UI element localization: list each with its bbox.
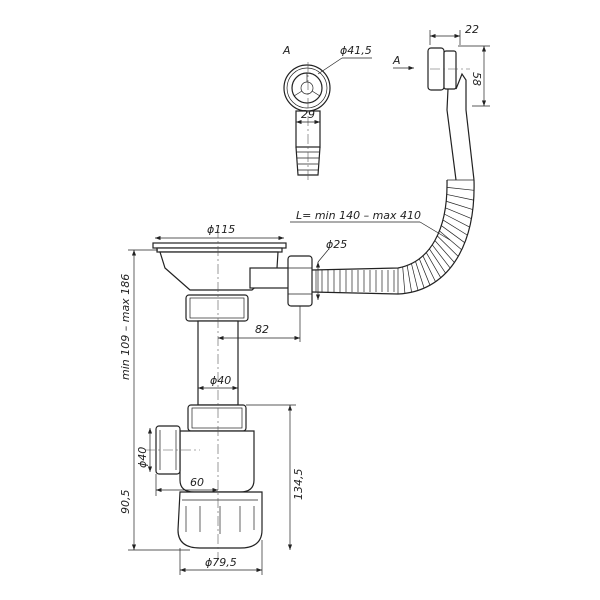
trap-body bbox=[145, 228, 263, 560]
side-outlet-offset-dim: 60 bbox=[155, 474, 218, 496]
overflow-side-view bbox=[427, 47, 475, 181]
sink-strainer bbox=[152, 242, 313, 307]
view-a-arrow: A bbox=[392, 54, 414, 71]
trap-height-dim: 134,5 bbox=[246, 404, 305, 550]
svg-text:ϕ40: ϕ40 bbox=[136, 447, 149, 468]
strainer-diameter-dim: ϕ115 bbox=[155, 223, 284, 241]
svg-text:58: 58 bbox=[470, 72, 483, 86]
svg-text:60: 60 bbox=[190, 476, 204, 489]
svg-text:29: 29 bbox=[301, 108, 315, 121]
svg-text:ϕ79,5: ϕ79,5 bbox=[205, 556, 237, 569]
hose-length-dim: L= min 140 – max 410 bbox=[290, 209, 451, 241]
svg-text:90,5: 90,5 bbox=[119, 490, 132, 515]
overflow-front-view bbox=[283, 62, 331, 180]
svg-text:82: 82 bbox=[255, 323, 269, 336]
svg-text:ϕ115: ϕ115 bbox=[207, 223, 235, 236]
svg-text:134,5: 134,5 bbox=[292, 469, 305, 501]
overflow-width-dim: 22 bbox=[429, 23, 479, 45]
side-outlet-diameter-dim: ϕ40 bbox=[136, 428, 153, 472]
svg-text:ϕ41,5: ϕ41,5 bbox=[340, 44, 372, 57]
overflow-height-dim: 58 bbox=[458, 45, 490, 107]
svg-text:ϕ25: ϕ25 bbox=[326, 238, 347, 251]
svg-text:L= min 140 – max 410: L= min 140 – max 410 bbox=[296, 209, 421, 222]
side-outlet-height-dim: 90,5 bbox=[119, 490, 132, 515]
trap-diameter-dim: ϕ79,5 bbox=[179, 540, 263, 575]
overflow-stem-dim: 29 bbox=[296, 108, 320, 125]
svg-text:A: A bbox=[392, 54, 401, 67]
svg-text:min 109 – max 186: min 109 – max 186 bbox=[119, 274, 132, 380]
outlet-offset-dim: 82 bbox=[218, 306, 301, 342]
hose-diameter-dim: ϕ25 bbox=[315, 238, 347, 300]
corrugated-hose bbox=[311, 179, 475, 295]
overflow-diameter-dim: ϕ41,5 bbox=[317, 44, 372, 75]
svg-text:ϕ40: ϕ40 bbox=[210, 374, 231, 387]
view-a-title: A bbox=[282, 44, 291, 57]
svg-text:22: 22 bbox=[465, 23, 479, 36]
pipe-diameter-dim: ϕ40 bbox=[198, 374, 238, 391]
